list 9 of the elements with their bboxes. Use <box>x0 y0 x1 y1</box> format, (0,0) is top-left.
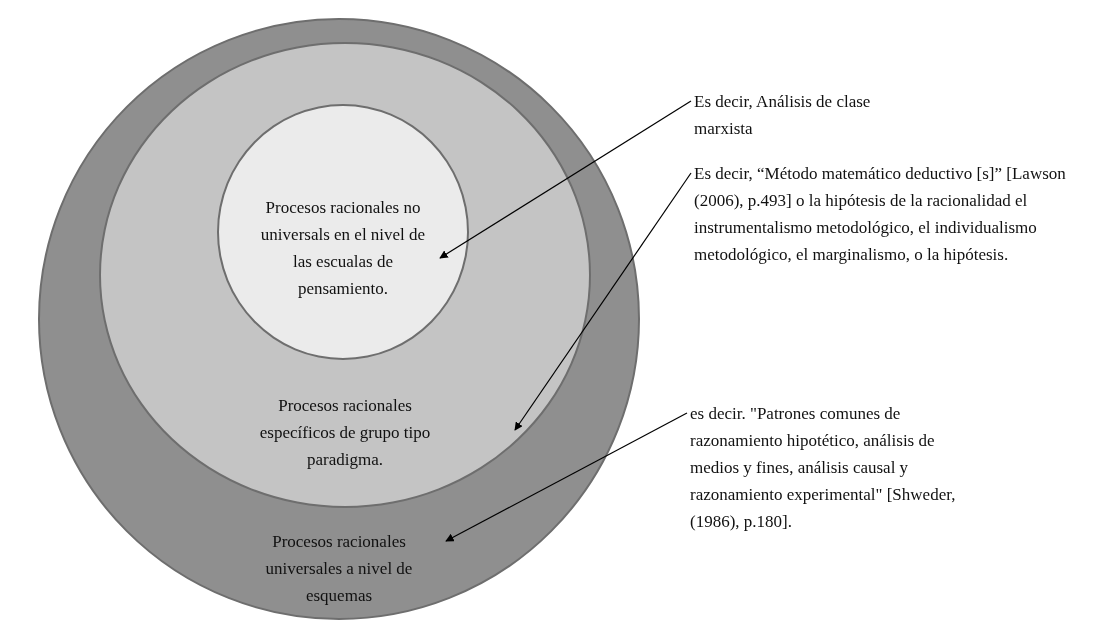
callout-text: Es decir, “Método matemático deductivo [s]” [Lawson (2006), p.493] o la hipótesis de la racionalidad el instrumentalismo metodológico, el individualismo metodológico, el marginalismo, o la hipótesis. <box>694 160 1099 268</box>
circle-label: Procesos racionales universales a nivel de esquemas <box>264 531 414 607</box>
circle-label: Procesos racionales no universals en el nivel de las escualas de pensamiento. <box>259 197 427 300</box>
arrow <box>445 412 688 542</box>
callout-text: es decir. "Patrones comunes de razonamiento hipotético, análisis de medios y fines, análisis causal y razonamiento experimental" [Shweder, (1986), p.180]. <box>690 400 965 535</box>
callout-text: Es decir, Análisis de clase marxista <box>694 88 924 142</box>
arrow <box>439 100 692 259</box>
arrow <box>514 172 692 431</box>
circle-label: Procesos racionales específicos de grupo tipo paradigma. <box>258 395 432 471</box>
